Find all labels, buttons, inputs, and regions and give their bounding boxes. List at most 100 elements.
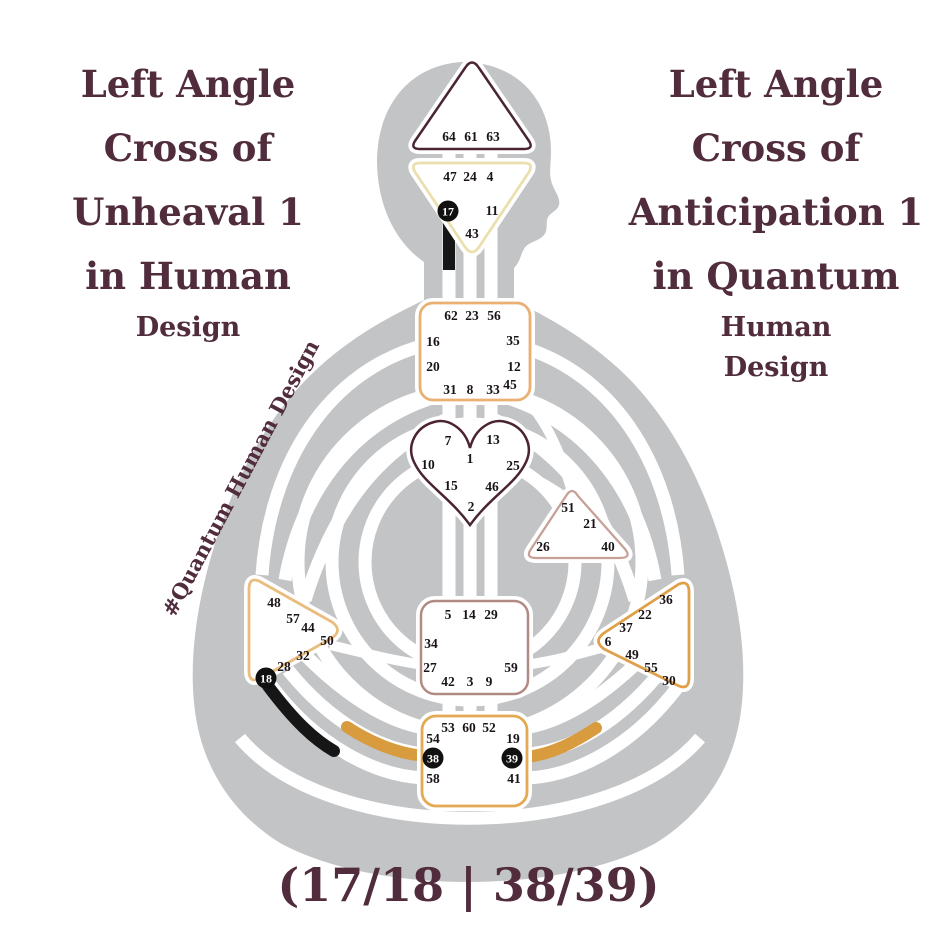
channel-32-54 [300,650,426,735]
gate-24: 24 [463,169,477,184]
root-center-border [420,714,529,808]
gate-55: 55 [644,660,658,675]
channel-41-30 [524,680,686,785]
gate-9: 9 [486,674,493,689]
ajna-center-border [411,161,533,254]
svg-text:38: 38 [427,752,439,766]
throat-center-border [418,301,532,402]
head-center-border [412,61,532,151]
right-title-line: Anticipation 1 [628,190,924,234]
svg-text:18: 18 [260,672,272,686]
svg-text:39: 39 [506,752,518,766]
gate-31: 31 [443,382,457,397]
gate-4: 4 [487,169,494,184]
gate-23: 23 [465,308,479,323]
gate-5: 5 [445,607,452,622]
gate-44: 44 [301,620,315,635]
gate-30: 30 [662,673,676,688]
will-center-border [527,489,629,560]
gate-1: 1 [467,451,474,466]
gate-15: 15 [444,478,458,493]
cross-notation: (17/18 | 38/39) [277,858,660,912]
right-title-line: Left Angle [668,62,884,106]
gate-21: 21 [583,516,597,531]
gate-35: 35 [506,333,520,348]
left-title-line: Left Angle [80,62,296,106]
gate-45: 45 [503,377,517,392]
gate-28: 28 [277,659,291,674]
gate-57: 57 [286,611,300,626]
channel-left-mid [278,391,435,582]
gate-43: 43 [465,226,479,241]
channel-18-personality [262,680,340,757]
gate-22: 22 [638,607,652,622]
gate-numbers: 64 61 63 47 24 4 17 11 43 62 23 56 16 35… [255,129,676,786]
gate-49: 49 [625,647,639,662]
gate-59: 59 [504,660,518,675]
g-center-border [409,419,531,528]
gate-25: 25 [506,458,520,473]
left-title: Left Angle Cross of Unheaval 1 in Human … [28,52,348,348]
gate-41: 41 [507,771,521,786]
gate-12: 12 [507,359,521,374]
left-title-line: in Human [85,254,291,298]
gate-3: 3 [467,674,474,689]
gate-48: 48 [267,595,281,610]
gate-50: 50 [320,633,334,648]
channel-19-49 [523,650,650,735]
gate-13: 13 [486,432,500,447]
gate-8: 8 [467,382,474,397]
right-title-line: Cross of [691,126,861,170]
gate-10: 10 [421,457,435,472]
right-title-subline: Design [723,352,829,383]
channel-right-outer [513,338,685,576]
gate-19: 19 [506,731,520,746]
gate-53: 53 [441,720,455,735]
centers [244,57,694,811]
gate-46: 46 [485,479,499,494]
channel-21-45 [524,398,577,494]
gate-14: 14 [462,607,476,622]
spleen-center-border [247,578,339,682]
gate-27: 27 [423,660,437,675]
gate-20: 20 [426,359,440,374]
gate-17-activated: 17 [437,200,459,222]
gate-39-activated: 39 [501,747,523,769]
gate-63: 63 [486,129,500,144]
gate-32: 32 [296,648,310,663]
gate-6: 6 [605,634,612,649]
gate-38-activated: 38 [422,747,444,769]
gate-34: 34 [424,636,438,651]
gate-16: 16 [426,334,440,349]
gate-2: 2 [468,499,475,514]
channel-bottom-crescent [235,733,705,825]
right-title: Left Angle Cross of Anticipation 1 in Qu… [618,52,934,388]
gate-47: 47 [443,169,457,184]
gate-36: 36 [659,592,673,607]
channel-39-design [521,722,602,763]
gate-33: 33 [486,382,500,397]
gate-42: 42 [441,674,455,689]
gate-56: 56 [487,308,501,323]
solar-plexus-center-border [597,581,691,689]
gate-54: 54 [426,731,440,746]
left-title-subline: Design [135,312,241,343]
left-title-line: Unheaval 1 [72,190,304,234]
left-title-line: Cross of [103,126,273,170]
gate-26: 26 [536,539,550,554]
gate-64: 64 [442,129,456,144]
svg-text:17: 17 [442,205,454,219]
gate-37: 37 [619,620,633,635]
channel-27-50 [328,640,425,670]
gate-40: 40 [601,539,615,554]
gate-11: 11 [486,203,499,218]
gate-60: 60 [462,720,476,735]
right-title-line: in Quantum [652,254,900,298]
channel-left-outer [255,338,427,576]
gate-62: 62 [444,308,458,323]
gate-61: 61 [464,129,478,144]
gate-7: 7 [445,433,452,448]
gate-52: 52 [482,720,496,735]
